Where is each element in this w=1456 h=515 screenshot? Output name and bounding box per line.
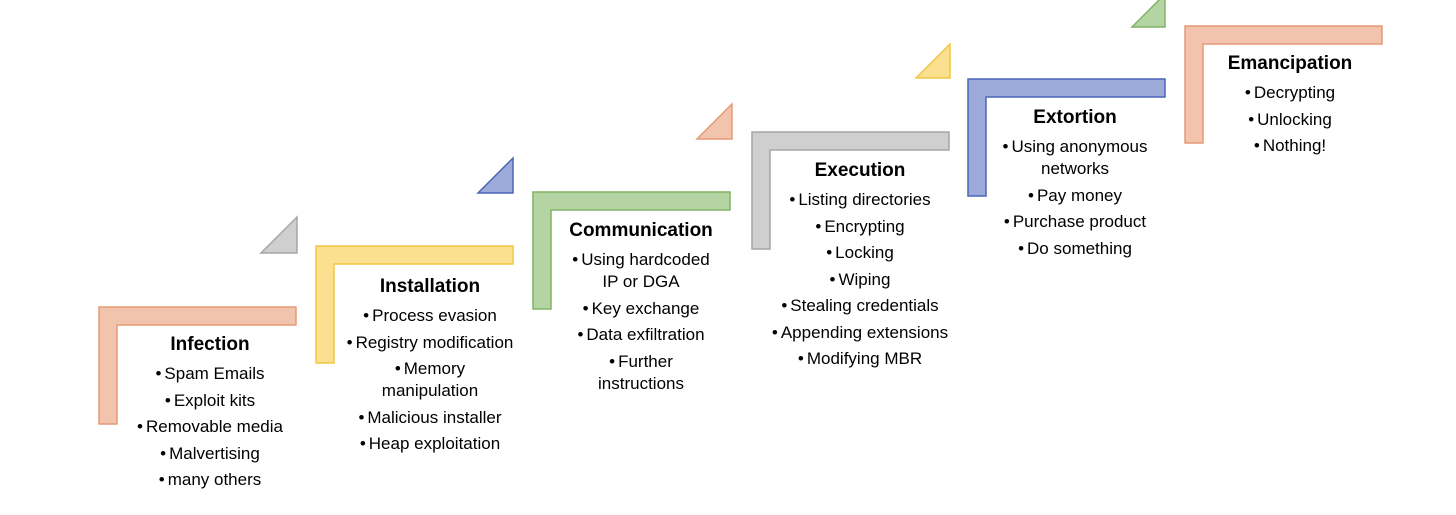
stage-emancipation: Emancipation DecryptingUnlockingNothing! bbox=[1195, 52, 1385, 157]
stage-item: Locking bbox=[755, 242, 965, 264]
stage-item-text: Key exchange bbox=[591, 298, 700, 318]
stage-item-text: Pay money bbox=[1036, 185, 1122, 205]
stage-title: Communication bbox=[569, 220, 713, 241]
stage-item-text: Encrypting bbox=[824, 216, 905, 236]
stage-title: Emancipation bbox=[1227, 53, 1353, 74]
stair-triangle bbox=[259, 215, 298, 254]
stage-item: Heap exploitation bbox=[320, 433, 540, 455]
stage-item: Stealing credentials bbox=[755, 295, 965, 317]
stage-item-text: Nothing! bbox=[1262, 136, 1327, 155]
stage-item: Malicious installer bbox=[320, 407, 540, 429]
stair-triangle bbox=[1130, 0, 1166, 28]
stage-item: Decrypting bbox=[1195, 82, 1385, 104]
stage-item: Using anonymous networks bbox=[975, 136, 1175, 180]
stair-step-emancipation bbox=[1184, 25, 1383, 144]
stage-item-text: Removable media bbox=[145, 417, 283, 436]
stage-item: Unlocking bbox=[1195, 109, 1385, 131]
stage-item-text: many others bbox=[167, 470, 262, 489]
stair-step-extortion bbox=[967, 78, 1166, 197]
stage-items: Using hardcoded IP or DGA Key exchangeData… bbox=[540, 249, 742, 395]
stage-item: Nothing! bbox=[1195, 135, 1385, 157]
stage-item-text: Spam Emails bbox=[164, 364, 265, 383]
stage-execution: Execution Listing directoriesEncryptingL… bbox=[755, 159, 965, 370]
stage-item: Modifying MBR bbox=[755, 348, 965, 370]
stage-items: Listing directoriesEncryptingLockingWipi… bbox=[755, 189, 965, 370]
stage-item-text: Registry modification bbox=[355, 332, 514, 352]
stage-title: Execution bbox=[814, 160, 906, 181]
stage-item: many others bbox=[95, 469, 325, 491]
stage-item: Listing directories bbox=[755, 189, 965, 211]
stage-title: Installation bbox=[379, 276, 481, 297]
stair-triangle bbox=[695, 102, 733, 140]
stage-title: Extortion bbox=[1033, 107, 1117, 128]
stage-infection: Infection Spam EmailsExploit kitsRemovab… bbox=[95, 333, 325, 491]
stage-items: Process evasionRegistry modificationMemo… bbox=[320, 305, 540, 455]
stage-item-text: Modifying MBR bbox=[806, 349, 923, 368]
stage-item: Spam Emails bbox=[95, 363, 325, 385]
stage-item: Using hardcoded IP or DGA bbox=[540, 249, 742, 293]
stage-item-text: instructions bbox=[598, 373, 684, 393]
stage-item-text: Heap exploitation bbox=[368, 434, 501, 453]
stage-item-text: Unlocking bbox=[1257, 109, 1332, 129]
stage-item: Purchase product bbox=[975, 211, 1175, 233]
stage-item-text: networks bbox=[1040, 159, 1110, 178]
stage-item: Do something bbox=[975, 238, 1175, 260]
stage-communication: Communication Using hardcoded IP or DGA Ke… bbox=[540, 219, 742, 395]
stage-item-text: manipulation bbox=[381, 381, 479, 400]
stair-triangle bbox=[476, 156, 514, 194]
stage-item-text: Data exfiltration bbox=[586, 325, 705, 344]
stage-item-text: Using hardcoded bbox=[581, 250, 710, 269]
stage-item: Encrypting bbox=[755, 216, 965, 238]
stage-item-text: Exploit kits bbox=[173, 390, 256, 410]
stage-item-text: Using anonymous bbox=[1011, 137, 1148, 156]
stage-item-text: Purchase product bbox=[1012, 212, 1147, 231]
stage-installation: Installation Process evasionRegistry mod… bbox=[320, 275, 540, 455]
stage-item-text: Listing directories bbox=[798, 190, 931, 209]
stage-item: Removable media bbox=[95, 416, 325, 438]
stage-item-text: Process evasion bbox=[372, 306, 497, 325]
stage-title: Infection bbox=[170, 334, 250, 355]
stage-item-text: Locking bbox=[835, 243, 894, 262]
stage-item-text: Further bbox=[618, 351, 673, 371]
stair-triangle bbox=[914, 42, 951, 79]
stage-item-text: Malicious installer bbox=[367, 407, 502, 427]
stage-item: Appending extensions bbox=[755, 322, 965, 344]
stage-item: Key exchange bbox=[540, 298, 742, 320]
stage-extortion: Extortion Using anonymous networksPay mon… bbox=[975, 106, 1175, 260]
stage-item: Wiping bbox=[755, 269, 965, 291]
stair-step-execution bbox=[751, 131, 950, 250]
stage-item: Data exfiltration bbox=[540, 324, 742, 346]
stage-items: DecryptingUnlockingNothing! bbox=[1195, 82, 1385, 157]
stage-item-text: Do something bbox=[1027, 238, 1132, 258]
stage-item-text: Appending extensions bbox=[780, 322, 949, 342]
stage-item: Malvertising bbox=[95, 443, 325, 465]
stage-item: Process evasion bbox=[320, 305, 540, 327]
stage-item: Pay money bbox=[975, 185, 1175, 207]
stage-item-text: Decrypting bbox=[1253, 83, 1336, 102]
stage-items: Using anonymous networksPay moneyPurchase… bbox=[975, 136, 1175, 260]
stage-item-text: Stealing credentials bbox=[790, 296, 939, 315]
stage-item-text: Malvertising bbox=[169, 443, 260, 463]
stage-item-text: Wiping bbox=[838, 269, 891, 289]
stage-item: Memory manipulation bbox=[320, 358, 540, 402]
stage-item-text: Memory bbox=[403, 359, 466, 378]
stage-item: Registry modification bbox=[320, 332, 540, 354]
stage-item: Exploit kits bbox=[95, 390, 325, 412]
stage-item-text: IP or DGA bbox=[602, 272, 680, 291]
stage-items: Spam EmailsExploit kitsRemovable mediaMa… bbox=[95, 363, 325, 491]
